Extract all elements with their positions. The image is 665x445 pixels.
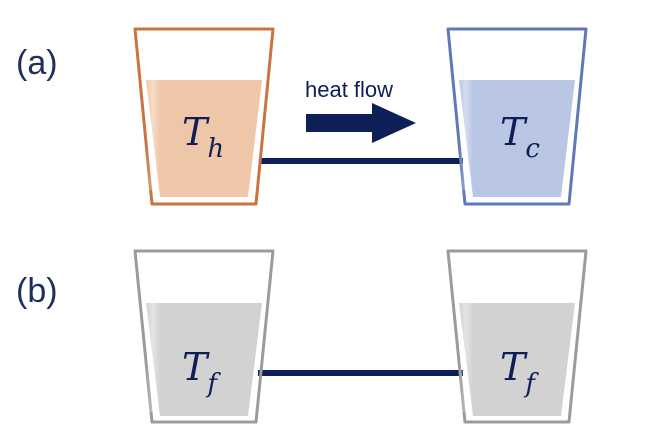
final-glass-shine-left bbox=[146, 262, 160, 412]
hot-temperature-label: Th bbox=[182, 110, 224, 164]
heat-flow-label: heat flow bbox=[305, 77, 393, 102]
hot-water-fill bbox=[146, 80, 262, 197]
final-water-fill-right bbox=[459, 303, 575, 416]
panel-b-label: (b) bbox=[16, 272, 58, 310]
hot-glass: Th bbox=[133, 27, 275, 206]
cold-temperature-label: Tc bbox=[500, 110, 540, 164]
right-arrow-icon bbox=[306, 103, 416, 143]
cold-glass-shine bbox=[459, 40, 473, 190]
panel-a-label: (a) bbox=[16, 44, 58, 82]
hot-glass-shine bbox=[146, 40, 160, 190]
final-water-fill-left bbox=[146, 303, 262, 416]
cold-water-fill bbox=[459, 80, 575, 197]
final-glass-left: Tf bbox=[133, 249, 275, 424]
final-glass-right: Tf bbox=[446, 249, 588, 424]
cold-glass: Tc bbox=[446, 27, 588, 206]
final-glass-shine-right bbox=[459, 262, 473, 412]
